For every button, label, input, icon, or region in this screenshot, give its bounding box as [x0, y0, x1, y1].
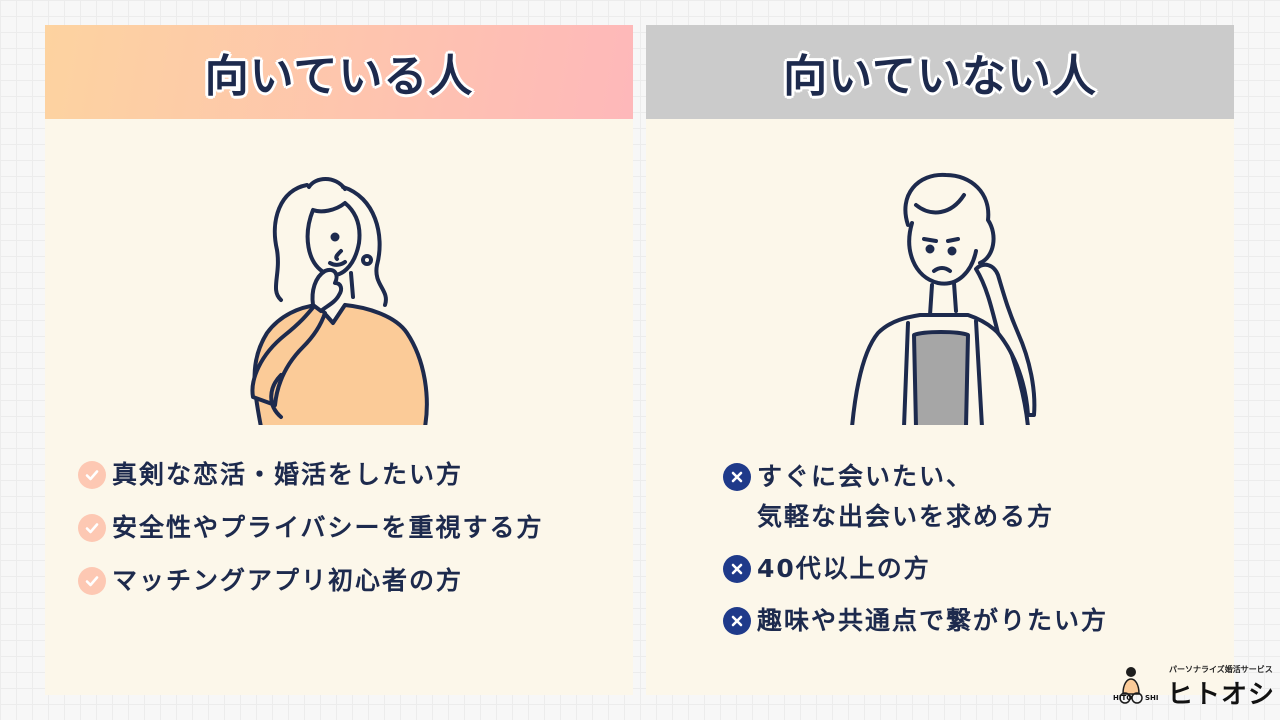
- list-item-text: マッチングアプリ初心者の方: [112, 566, 464, 595]
- face-outline: [907, 221, 978, 286]
- suited-header: 向いている人: [45, 25, 633, 119]
- list-item: 安全性やプライバシーを重視する方: [78, 508, 633, 548]
- list-item-text: 安全性やプライバシーを重視する方: [112, 513, 544, 542]
- unsuited-list: すぐに会いたい、 気軽な出会いを求める方 40代以上の方 趣味や共通点で繋がりた…: [646, 457, 1234, 653]
- raised-arm: [250, 303, 327, 407]
- logo-name: ヒトオシ: [1167, 680, 1276, 710]
- hair-outline: [272, 183, 388, 307]
- thinking-woman-illustration: [250, 177, 429, 425]
- brand-logo: HITO SHI パーソナライズ婚活サービス ヒトオシ: [1113, 660, 1276, 710]
- mascot-logo-icon: [1119, 667, 1143, 704]
- list-item: すぐに会いたい、 気軽な出会いを求める方: [723, 457, 1234, 537]
- list-item-text: 40代以上の方: [757, 554, 931, 583]
- suited-title: 向いている人: [204, 51, 474, 102]
- list-item-text: すぐに会いたい、 気軽な出会いを求める方: [757, 462, 1055, 531]
- suited-list: 真剣な恋活・婚活をしたい方 安全性やプライバシーを重視する方 マッチングアプリ初…: [45, 455, 633, 614]
- logo-tagline: パーソナライズ婚活サービス: [1169, 665, 1273, 674]
- x-circle-icon: [723, 555, 751, 583]
- x-circle-icon: [723, 463, 751, 491]
- check-circle-icon: [78, 461, 106, 489]
- list-item: 40代以上の方: [723, 549, 1234, 589]
- unsuited-header: 向いていない人: [646, 25, 1234, 119]
- list-item: 真剣な恋活・婚活をしたい方: [78, 455, 633, 495]
- raised-arm: [974, 262, 1037, 417]
- hand: [310, 268, 344, 313]
- inner-top: [912, 330, 970, 425]
- face-outline: [305, 201, 362, 277]
- hair-outline: [903, 172, 996, 265]
- unsuited-title: 向いていない人: [783, 51, 1097, 102]
- logo-sub-right: SHI: [1145, 694, 1159, 702]
- unsuited-panel: 向いていない人 すぐに会いたい、 気: [646, 25, 1234, 695]
- list-item: 趣味や共通点で繋がりたい方: [723, 601, 1234, 641]
- worried-woman-illustration: [850, 172, 1037, 425]
- x-circle-icon: [723, 607, 751, 635]
- suited-panel: 向いている人 真剣: [45, 25, 633, 695]
- check-circle-icon: [78, 514, 106, 542]
- list-item: マッチングアプリ初心者の方: [78, 561, 633, 601]
- check-circle-icon: [78, 567, 106, 595]
- list-item-text: 真剣な恋活・婚活をしたい方: [112, 460, 464, 489]
- list-item-text: 趣味や共通点で繋がりたい方: [757, 606, 1109, 635]
- logo-sub-left: HITO: [1113, 694, 1133, 702]
